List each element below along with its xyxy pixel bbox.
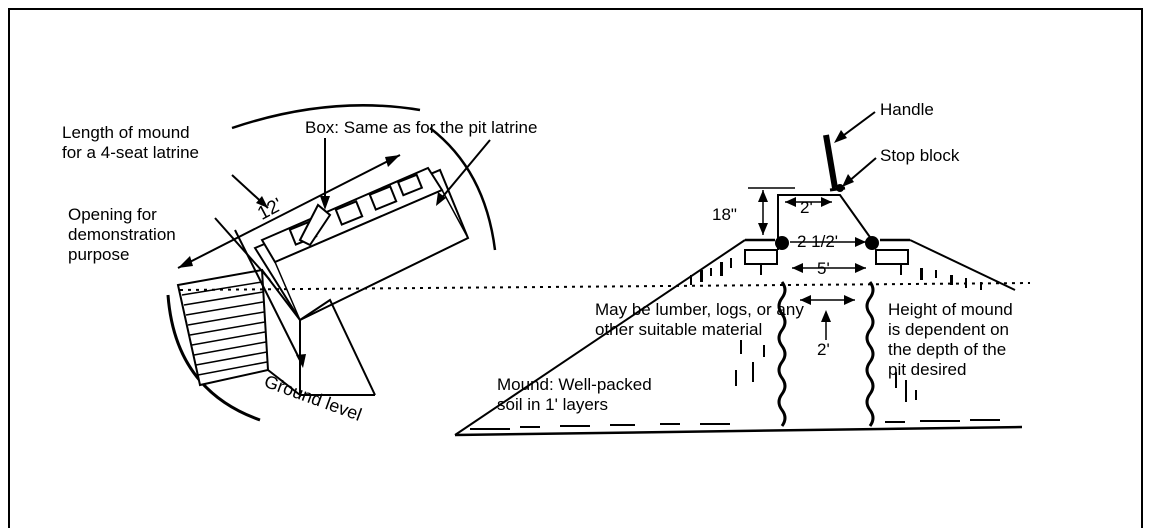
two-half-ft-label: 2 1/2' xyxy=(797,232,839,251)
five-ft-label: 5' xyxy=(817,259,830,278)
pit-wall-left xyxy=(777,281,787,427)
stop-block-label: Stop block xyxy=(880,146,960,165)
length-of-mound-label: Length of mound for a 4-seat latrine xyxy=(62,123,200,162)
lumber-label: May be lumber, logs, or any other suitab… xyxy=(595,300,804,339)
mound-texture xyxy=(470,258,1000,430)
eighteen-in-label: 18" xyxy=(712,205,737,224)
opening-hatching xyxy=(181,281,268,376)
height-of-mound-label: Height of mound is dependent on the dept… xyxy=(888,300,1013,379)
two-ft-top-label: 2' xyxy=(800,198,813,217)
two-ft-pit-label: 2' xyxy=(817,340,830,359)
mound-soil-label: Mound: Well-packed soil in 1' layers xyxy=(497,375,652,414)
opening-label: Opening for demonstration purpose xyxy=(68,205,176,264)
pit-wall-right xyxy=(865,281,875,427)
figure-frame xyxy=(8,8,1143,528)
box-label: Box: Same as for the pit latrine xyxy=(305,118,538,137)
handle-label: Handle xyxy=(880,100,934,119)
